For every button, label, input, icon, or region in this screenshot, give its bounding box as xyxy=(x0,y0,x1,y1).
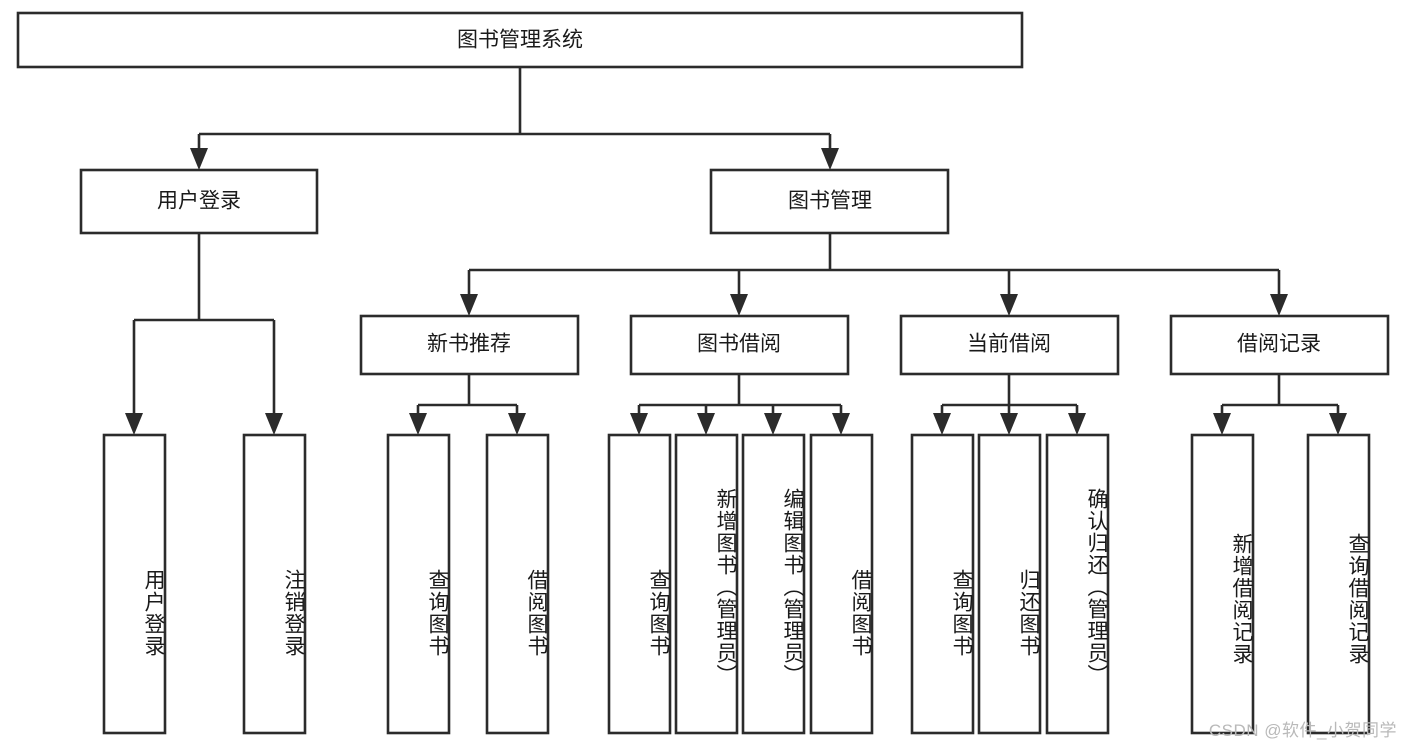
arrow-head-leaf-query-book-1 xyxy=(409,413,427,435)
node-root-box[interactable] xyxy=(16,11,1024,69)
arrow-head-leaf-borrow-book-1 xyxy=(508,413,526,435)
node-book-borrow-label: 图书借阅 xyxy=(697,333,781,356)
arrow-head-user-login xyxy=(190,148,208,170)
arrow-head-leaf-confirm-return xyxy=(1068,413,1086,435)
connector-group-current-borrow-to-leaves xyxy=(933,374,1086,435)
arrow-head-leaf-return-book xyxy=(1000,413,1018,435)
leaf-query-book-3-box[interactable] xyxy=(910,433,975,735)
leaf-query-book-2-box[interactable] xyxy=(607,433,672,735)
connector-group-root-to-level2 xyxy=(190,67,839,170)
node-borrow-record-box[interactable] xyxy=(1169,314,1390,376)
leaf-user-login-box[interactable] xyxy=(102,433,167,735)
arrow-head-leaf-add-record xyxy=(1213,413,1231,435)
arrow-head-leaf-query-record xyxy=(1329,413,1347,435)
leaf-edit-book-box[interactable] xyxy=(741,433,806,735)
node-book-management[interactable]: 图书管理 xyxy=(709,168,950,235)
node-new-book-recommend-label: 新书推荐 xyxy=(427,333,511,356)
leaf-query-book-1-box[interactable] xyxy=(386,433,451,735)
connector-group-book-management-to-level3 xyxy=(460,233,1288,316)
arrow-head-borrow-record xyxy=(1270,294,1288,316)
node-book-borrow-box[interactable] xyxy=(629,314,850,376)
arrow-head-book-borrow xyxy=(730,294,748,316)
node-book-management-label: 图书管理 xyxy=(788,190,872,213)
arrow-head-leaf-user-login xyxy=(125,413,143,435)
leaf-borrow-book-2-box[interactable] xyxy=(809,433,874,735)
node-borrow-record-label: 借阅记录 xyxy=(1237,333,1321,356)
node-user-login-box[interactable] xyxy=(79,168,319,235)
node-current-borrow-label: 当前借阅 xyxy=(967,333,1051,356)
arrow-head-leaf-user-logout xyxy=(265,413,283,435)
arrow-head-leaf-query-book-3 xyxy=(933,413,951,435)
node-borrow-record[interactable]: 借阅记录 xyxy=(1169,314,1390,376)
node-user-login[interactable]: 用户登录 xyxy=(79,168,319,235)
node-new-book-recommend[interactable]: 新书推荐 xyxy=(359,314,580,376)
connector-group-new-book-recommend-to-leaves xyxy=(409,374,526,435)
connector-group-borrow-record-to-leaves xyxy=(1213,374,1347,435)
connector-group-user-login-to-leaves xyxy=(125,233,283,435)
arrow-head-leaf-add-book xyxy=(697,413,715,435)
connector-group-book-borrow-to-leaves xyxy=(630,374,850,435)
node-root[interactable]: 图书管理系统 xyxy=(16,11,1024,69)
node-root-label: 图书管理系统 xyxy=(457,29,583,52)
node-current-borrow-box[interactable] xyxy=(899,314,1120,376)
node-current-borrow[interactable]: 当前借阅 xyxy=(899,314,1120,376)
leaf-boxes-group xyxy=(102,433,1371,735)
arrow-head-new-book-recommend xyxy=(460,294,478,316)
leaf-query-record-box[interactable] xyxy=(1306,433,1371,735)
leaf-borrow-book-1-box[interactable] xyxy=(485,433,550,735)
arrow-head-book-management xyxy=(821,148,839,170)
leaf-return-book-box[interactable] xyxy=(977,433,1042,735)
node-user-login-label: 用户登录 xyxy=(157,190,241,213)
leaf-confirm-return-box[interactable] xyxy=(1045,433,1110,735)
arrow-head-current-borrow xyxy=(1000,294,1018,316)
arrow-head-leaf-borrow-book-2 xyxy=(832,413,850,435)
node-book-borrow[interactable]: 图书借阅 xyxy=(629,314,850,376)
leaf-add-book-box[interactable] xyxy=(674,433,739,735)
csdn-watermark: CSDN @软件_小贺同学 xyxy=(1208,721,1397,740)
leaf-user-logout-box[interactable] xyxy=(242,433,307,735)
arrow-head-leaf-edit-book xyxy=(764,413,782,435)
arrow-head-leaf-query-book-2 xyxy=(630,413,648,435)
node-book-management-box[interactable] xyxy=(709,168,950,235)
node-new-book-recommend-box[interactable] xyxy=(359,314,580,376)
leaf-add-record-box[interactable] xyxy=(1190,433,1255,735)
